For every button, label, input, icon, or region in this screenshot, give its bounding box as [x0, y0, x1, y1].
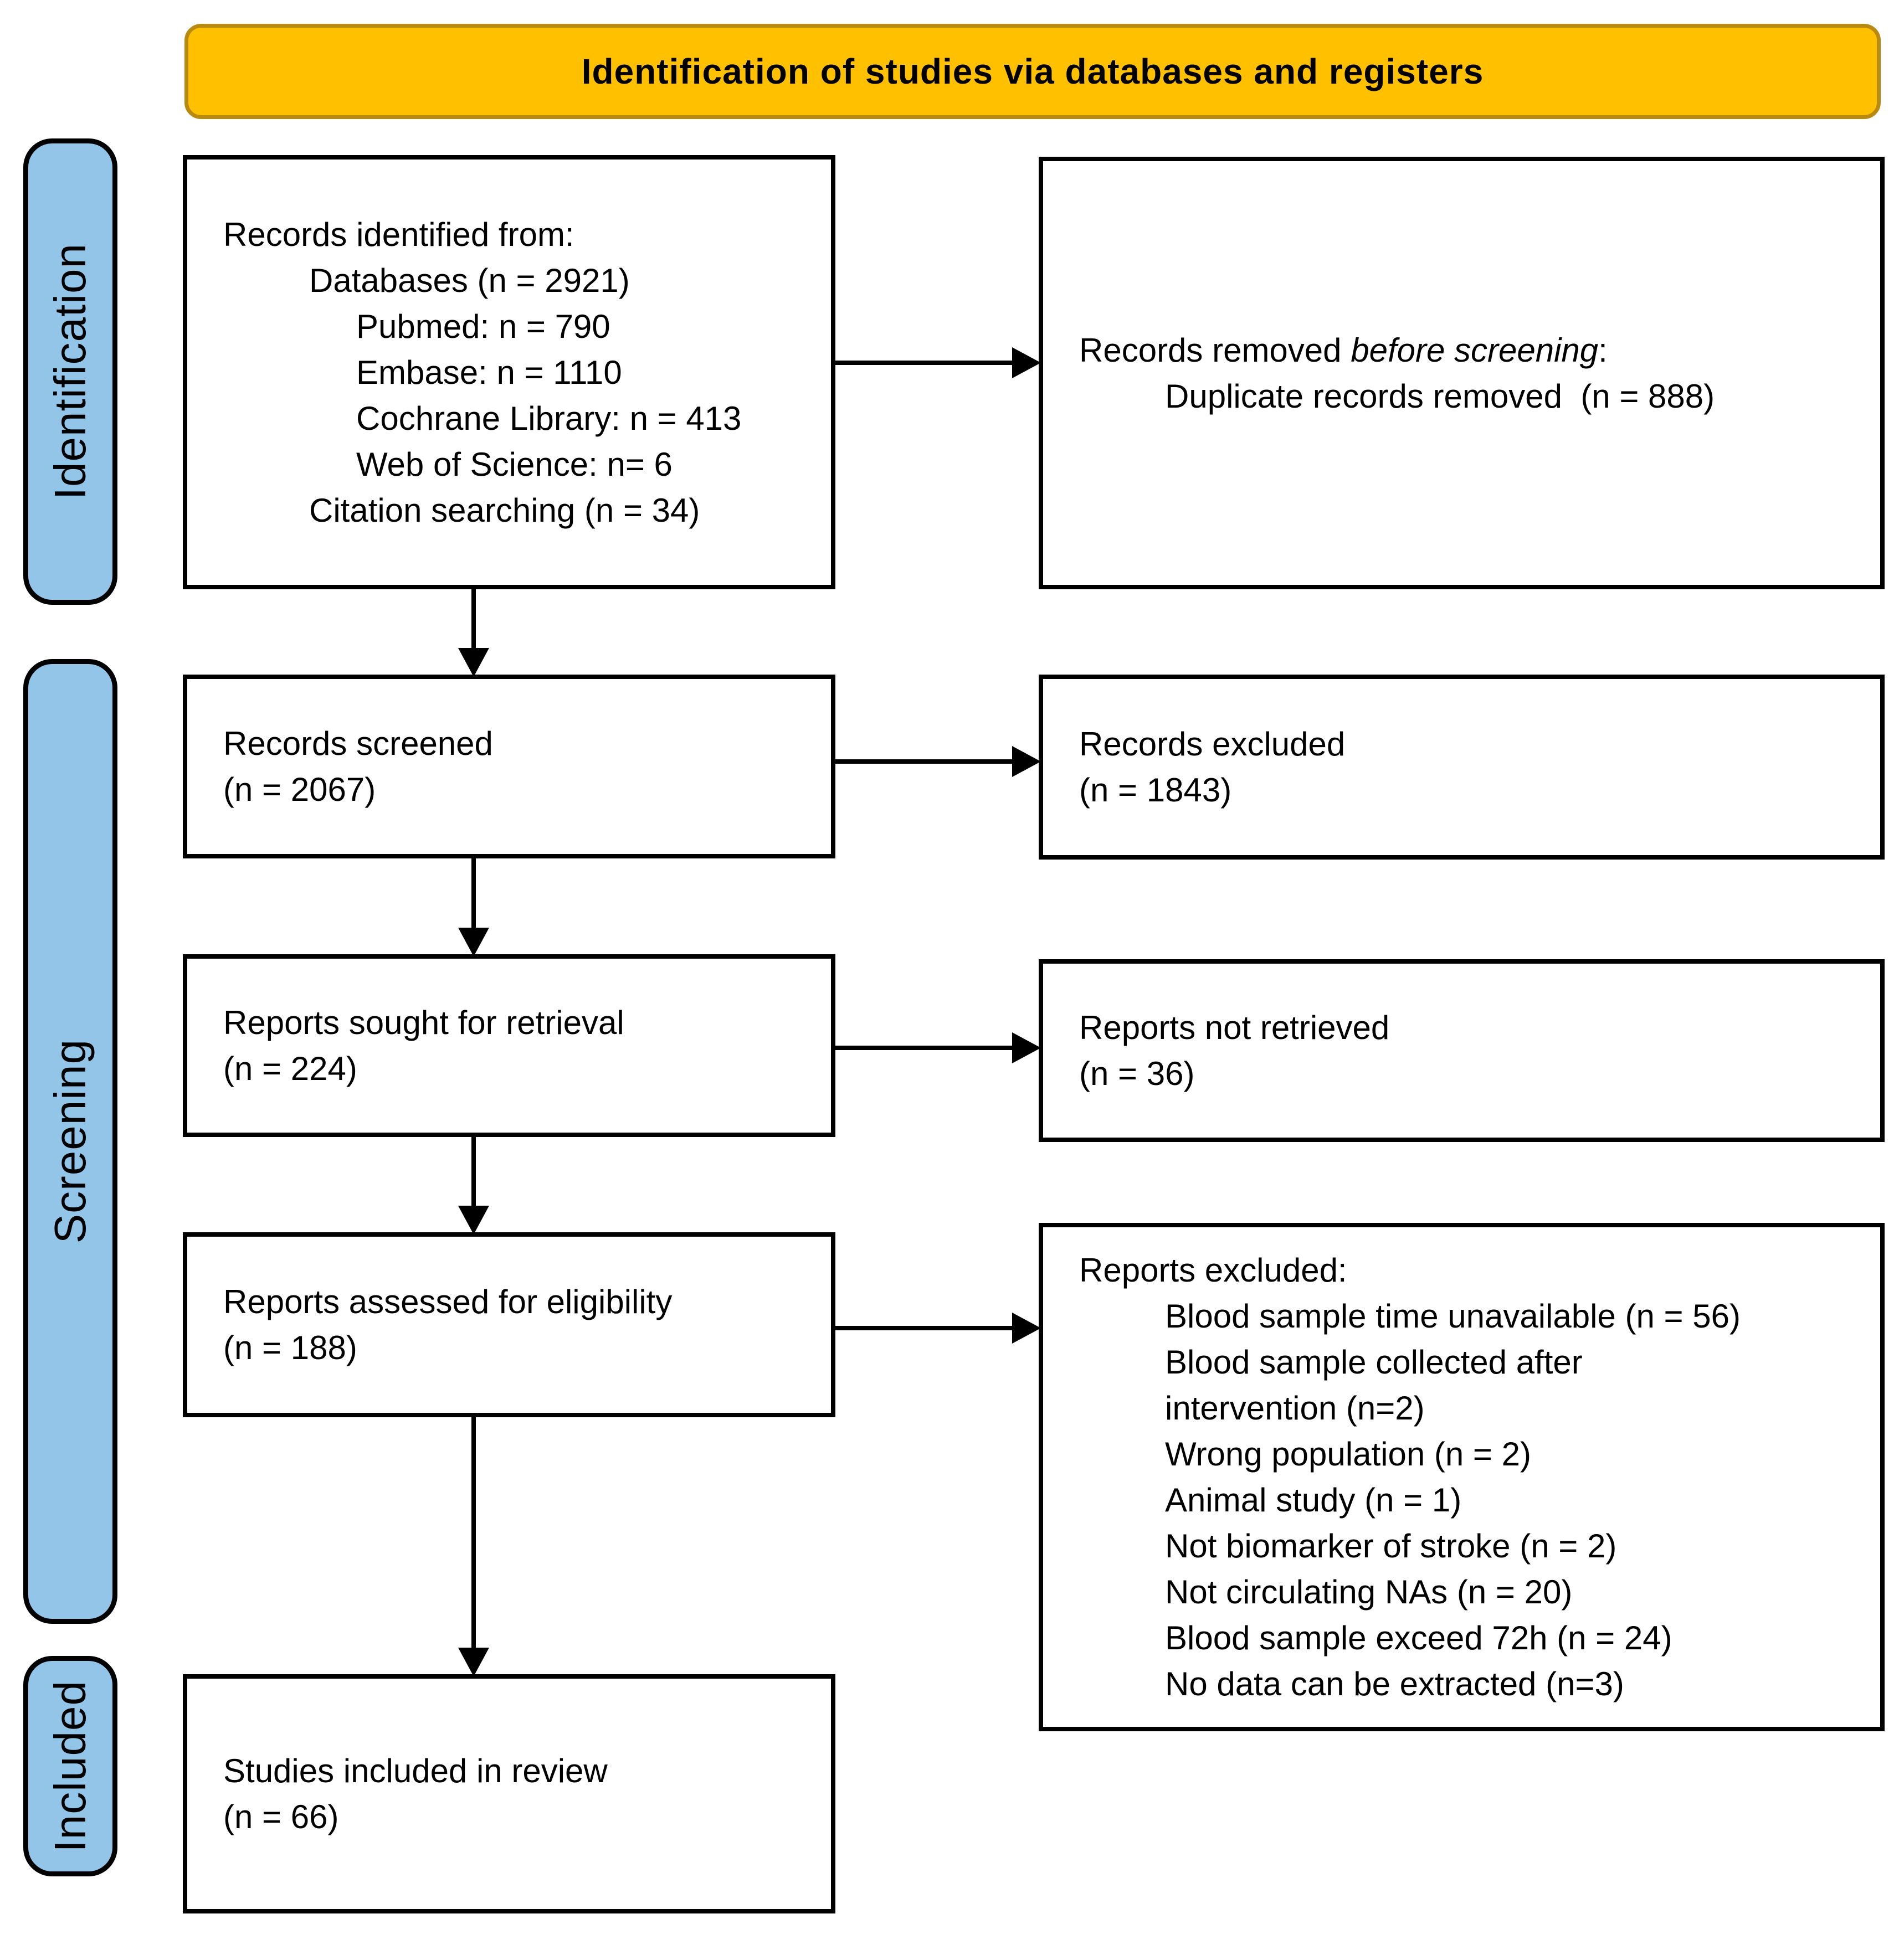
- down-arrow-identified-to-screened: [457, 587, 490, 677]
- records-identified-line: Databases (n = 2921): [309, 261, 630, 299]
- arrow-head-icon: [1012, 347, 1041, 378]
- stage-label-screening-text: Screening: [45, 1039, 95, 1244]
- records-screened-label: Records screened: [223, 725, 493, 762]
- reports-assessed-label: Reports assessed for eligibility: [223, 1283, 673, 1320]
- studies-included-label: Studies included in review: [223, 1752, 608, 1789]
- reports-sought-label: Reports sought for retrieval: [223, 1004, 624, 1041]
- exclusion-reason: Not biomarker of stroke (n = 2): [1165, 1527, 1617, 1565]
- reports-excluded-title: Reports excluded:: [1079, 1252, 1347, 1289]
- reports-not-retrieved-label: Reports not retrieved: [1079, 1009, 1390, 1046]
- stage-label-screening: Screening: [23, 659, 117, 1624]
- exclusion-reason: Not circulating NAs (n = 20): [1165, 1573, 1573, 1611]
- records-identified-line: Pubmed: n = 790: [356, 307, 610, 345]
- right-arrow-screened-to-excluded: [834, 745, 1041, 778]
- reports-assessed-count: (n = 188): [223, 1329, 357, 1366]
- records-identified-line: Records identified from:: [223, 215, 574, 253]
- records-identified-line: Embase: n = 1110: [356, 353, 622, 391]
- arrow-head-icon: [458, 648, 489, 677]
- records-identified-line: Web of Science: n= 6: [356, 445, 673, 483]
- studies-included-count: (n = 66): [223, 1798, 339, 1835]
- down-arrow-screened-to-sought: [457, 856, 490, 956]
- right-arrow-assessed-to-reports-excluded: [834, 1311, 1041, 1345]
- records-removed-label: Records removed before screening:: [1079, 331, 1608, 369]
- box-studies-included: Studies included in review (n = 66): [183, 1674, 835, 1913]
- down-arrow-assessed-to-included: [457, 1415, 490, 1676]
- arrow-head-icon: [1012, 1313, 1041, 1344]
- right-arrow-identified-to-removed: [834, 346, 1041, 379]
- reports-sought-count: (n = 224): [223, 1050, 357, 1087]
- box-reports-assessed: Reports assessed for eligibility (n = 18…: [183, 1232, 835, 1417]
- arrow-head-icon: [458, 928, 489, 956]
- stage-label-identification-text: Identification: [45, 243, 95, 500]
- arrow-head-icon: [458, 1206, 489, 1234]
- arrow-head-icon: [1012, 746, 1041, 777]
- records-excluded-label: Records excluded: [1079, 726, 1346, 763]
- arrow-shaft: [834, 1326, 1015, 1330]
- banner-title: Identification of studies via databases …: [184, 24, 1881, 119]
- box-records-excluded: Records excluded (n = 1843): [1039, 675, 1885, 860]
- records-identified-line: Cochrane Library: n = 413: [356, 399, 742, 437]
- box-reports-excluded: Reports excluded: Blood sample time unav…: [1039, 1223, 1885, 1731]
- box-records-removed: Records removed before screening: Duplic…: [1039, 157, 1885, 589]
- arrow-shaft: [834, 759, 1015, 764]
- reports-not-retrieved-count: (n = 36): [1079, 1055, 1195, 1092]
- down-arrow-sought-to-assessed: [457, 1135, 490, 1234]
- right-arrow-sought-to-not-retrieved: [834, 1031, 1041, 1064]
- records-screened-count: (n = 2067): [223, 771, 376, 808]
- exclusion-reason: Animal study (n = 1): [1165, 1481, 1462, 1519]
- stage-label-identification: Identification: [23, 138, 117, 605]
- exclusion-reason: Blood sample exceed 72h (n = 24): [1165, 1619, 1672, 1657]
- arrow-shaft: [834, 361, 1015, 365]
- box-reports-sought: Reports sought for retrieval (n = 224): [183, 954, 835, 1137]
- arrow-shaft: [471, 1415, 476, 1651]
- exclusion-reason: Blood sample collected after: [1165, 1344, 1583, 1381]
- exclusion-reason: Wrong population (n = 2): [1165, 1436, 1531, 1473]
- stage-label-included-text: Included: [45, 1680, 95, 1853]
- box-records-identified: Records identified from: Databases (n = …: [183, 155, 835, 589]
- arrow-head-icon: [458, 1648, 489, 1676]
- records-identified-line: Citation searching (n = 34): [309, 491, 700, 529]
- arrow-shaft: [471, 856, 476, 931]
- exclusion-reason: No data can be extracted (n=3): [1165, 1665, 1624, 1702]
- duplicates-removed-count: Duplicate records removed (n = 888): [1165, 377, 1715, 415]
- arrow-shaft: [834, 1046, 1015, 1050]
- exclusion-reason: intervention (n=2): [1165, 1390, 1425, 1427]
- stage-label-included: Included: [23, 1656, 117, 1876]
- arrow-shaft: [471, 587, 476, 651]
- box-reports-not-retrieved: Reports not retrieved (n = 36): [1039, 959, 1885, 1142]
- arrow-shaft: [471, 1135, 476, 1209]
- arrow-head-icon: [1012, 1032, 1041, 1063]
- records-excluded-count: (n = 1843): [1079, 771, 1232, 809]
- box-records-screened: Records screened (n = 2067): [183, 675, 835, 858]
- exclusion-reason: Blood sample time unavailable (n = 56): [1165, 1298, 1741, 1335]
